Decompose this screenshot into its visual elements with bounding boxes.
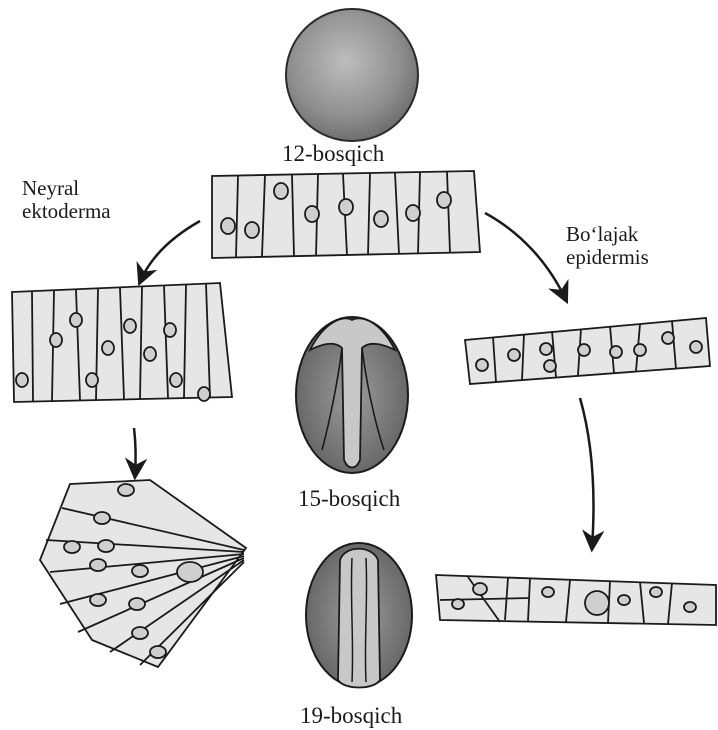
epidermis-label-line1: Bo‘lajak (566, 223, 649, 246)
stage15-label: 15-bosqich (298, 486, 400, 511)
arrow-epidermis-down (580, 398, 594, 548)
neural-label-line1: Neyral (22, 177, 111, 200)
neural-label-line2: ektoderma (22, 200, 111, 223)
arrow-to-epidermis (485, 213, 566, 300)
stage12-embryo (286, 9, 418, 141)
neural-ectoderm-label: Neyral ektoderma (22, 177, 111, 223)
stage12-label: 12-bosqich (282, 141, 384, 166)
arrow-neural-down (134, 428, 136, 476)
epidermis-epithelium (465, 318, 710, 384)
neural-plate-cells (40, 480, 246, 667)
stage15-embryo (296, 317, 408, 473)
stage19-label: 19-bosqich (300, 703, 402, 728)
flat-epidermis-cells (436, 575, 716, 625)
stage19-embryo (306, 543, 412, 688)
epidermis-label-line2: epidermis (566, 246, 649, 269)
arrow-to-neural (140, 221, 200, 282)
neural-epithelium (12, 283, 232, 402)
stage12-epithelium (212, 171, 480, 258)
future-epidermis-label: Bo‘lajak epidermis (566, 223, 649, 269)
